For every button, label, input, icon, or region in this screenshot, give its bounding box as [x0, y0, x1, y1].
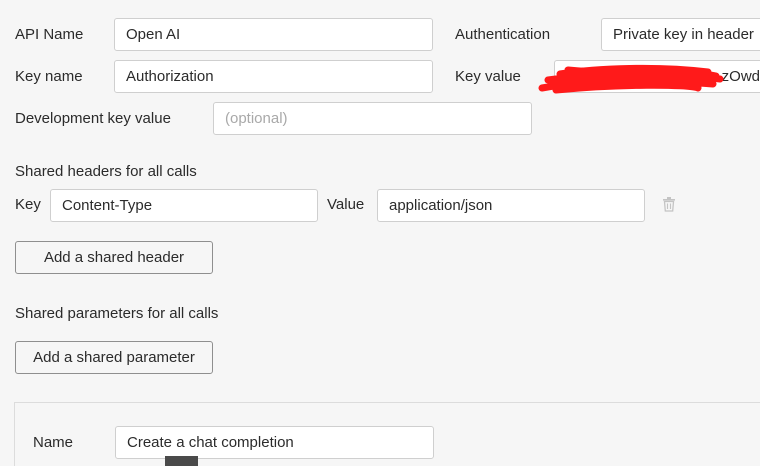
header-value-label: Value — [327, 196, 365, 213]
dev-key-placeholder: (optional) — [225, 110, 288, 127]
key-name-label: Key name — [15, 68, 83, 85]
header-key-label: Key — [15, 196, 41, 213]
key-value-label: Key value — [455, 68, 521, 85]
api-name-label: API Name — [15, 26, 84, 43]
add-shared-parameter-button[interactable]: Add a shared parameter — [15, 341, 213, 374]
dev-key-input[interactable]: (optional) — [213, 102, 532, 135]
header-key-input[interactable]: Content-Type — [50, 189, 318, 222]
dev-key-label: Development key value — [15, 110, 171, 127]
redaction-scribble — [538, 64, 724, 94]
key-value-visible-text: zOwd — [721, 68, 760, 85]
call-name-input[interactable]: Create a chat completion — [115, 426, 434, 459]
shared-parameters-title: Shared parameters for all calls — [15, 305, 219, 322]
shared-headers-title: Shared headers for all calls — [15, 163, 197, 180]
header-value-input[interactable]: application/json — [377, 189, 645, 222]
call-name-label: Name — [33, 434, 74, 451]
add-shared-header-button[interactable]: Add a shared header — [15, 241, 213, 274]
trash-icon[interactable] — [661, 196, 677, 212]
authentication-dropdown[interactable]: Private key in header — [601, 18, 760, 51]
authentication-label: Authentication — [455, 26, 551, 43]
key-name-input[interactable]: Authorization — [114, 60, 433, 93]
drag-handle[interactable] — [165, 456, 198, 466]
api-name-input[interactable]: Open AI — [114, 18, 433, 51]
